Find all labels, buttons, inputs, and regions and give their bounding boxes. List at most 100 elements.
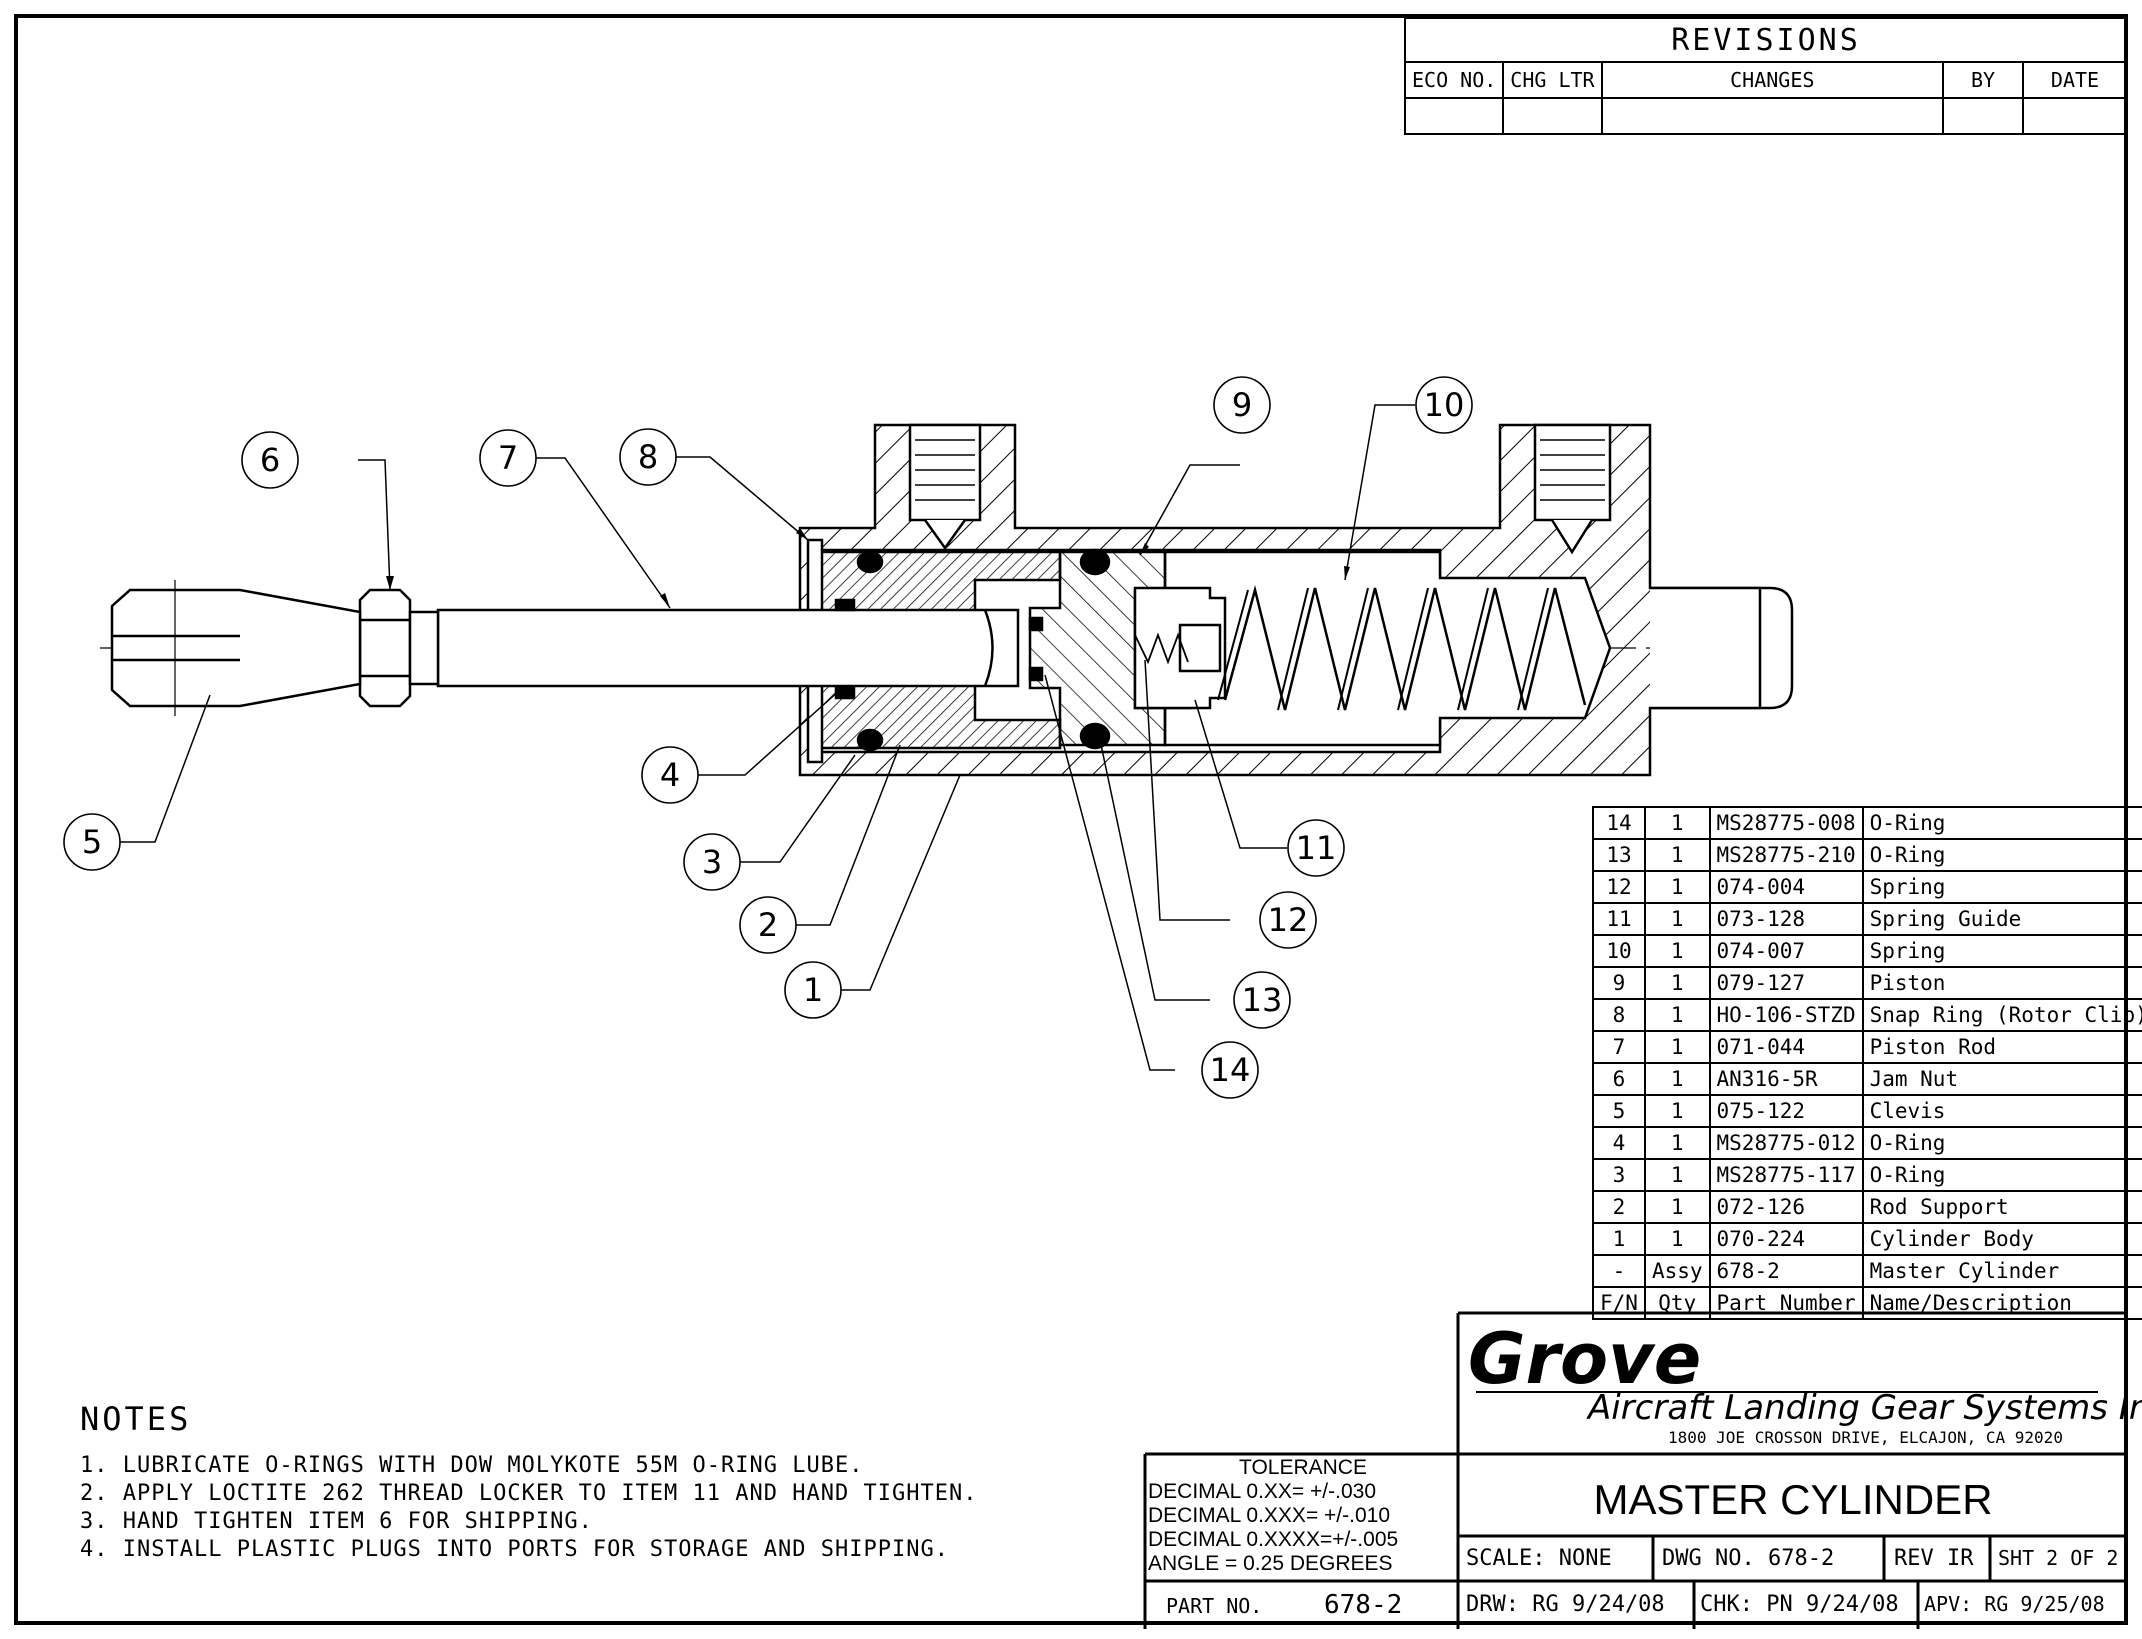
bom-cell: Jam Nut [1861, 1062, 2142, 1096]
bom-cell: 678-2 [1708, 1254, 1864, 1288]
port-left [908, 423, 982, 522]
rev-header-by: BY [1942, 61, 2024, 99]
bom-cell: 1 [1643, 1222, 1711, 1256]
part-no-label: PART NO. [1166, 1594, 1263, 1618]
bom-cell: Qty [1643, 1286, 1711, 1320]
balloon-label-14: 14 [1210, 1051, 1251, 1089]
tolerance-heading: TOLERANCE [1239, 1456, 1367, 1479]
tolerance-block: TOLERANCE DECIMAL 0.XX= +/-.030 DECIMAL … [1148, 1456, 1458, 1576]
port-right [1533, 423, 1612, 522]
spring-small [1134, 632, 1189, 665]
sheet-field: SHT 2 OF 2 [1998, 1546, 2119, 1570]
o-ring-3-top [856, 550, 884, 574]
bom-cell: Name/Description [1861, 1286, 2142, 1320]
revisions-title: REVISIONS [1404, 17, 2128, 63]
rev-header-date: DATE [2022, 61, 2128, 99]
bom-cell: HO-106-STZD [1708, 998, 1864, 1032]
balloon-label-13: 13 [1242, 981, 1283, 1019]
o-ring-4-bottom [834, 686, 856, 700]
balloon-label-9: 9 [1232, 386, 1252, 424]
rev-cell [2022, 97, 2128, 135]
bom-cell: AN316-5R [1708, 1062, 1864, 1096]
bom-cell: 12 [1592, 870, 1646, 904]
bom-cell: 8 [1592, 998, 1646, 1032]
rev-cell [1403, 97, 1505, 135]
rev-header-chg: CHG LTR [1502, 61, 1603, 99]
balloon-12 [1259, 891, 1317, 949]
note-3: 3. HAND TIGHTEN ITEM 6 FOR SHIPPING. [80, 1509, 593, 1534]
balloon-label-8: 8 [638, 438, 658, 476]
bom-cell: 073-128 [1708, 902, 1864, 936]
bom-cell: 1 [1643, 1094, 1711, 1128]
rev-header-changes: CHANGES [1600, 61, 1945, 99]
balloon-label-10: 10 [1424, 386, 1465, 424]
bom-cell: 10 [1592, 934, 1646, 968]
bom-cell: 071-044 [1708, 1030, 1864, 1064]
bom-cell: Master Cylinder [1861, 1254, 2142, 1288]
balloon-6 [241, 431, 299, 489]
bom-cell: O-Ring [1861, 1126, 2142, 1160]
bom-cell: 074-007 [1708, 934, 1864, 968]
rev-header-eco: ECO NO. [1403, 61, 1505, 99]
bom-cell: O-Ring [1861, 806, 2142, 840]
bom-cell: Cylinder Body [1861, 1222, 2142, 1256]
bom-cell: MS28775-008 [1708, 806, 1864, 840]
o-ring-13-top [1079, 548, 1111, 576]
bom-cell: Rod Support [1861, 1190, 2142, 1224]
bom-cell: 1 [1643, 966, 1711, 1000]
bom-cell: 7 [1592, 1030, 1646, 1064]
dwg-no-field: DWG NO. 678-2 [1662, 1546, 1835, 1571]
bom-cell: 1 [1643, 806, 1711, 840]
bom-cell: 1 [1643, 1030, 1711, 1064]
balloon-1 [784, 961, 842, 1019]
bom-cell: MS28775-117 [1708, 1158, 1864, 1192]
bom-cell: 11 [1592, 902, 1646, 936]
drawing-title: MASTER CYLINDER [1593, 1476, 1993, 1523]
bom-cell: 1 [1643, 1190, 1711, 1224]
balloon-label-7: 7 [498, 439, 518, 477]
balloon-5 [63, 813, 121, 871]
bom-cell: 1 [1643, 1158, 1711, 1192]
balloon-label-12: 12 [1268, 901, 1309, 939]
notes-block: NOTES 1. LUBRICATE O-RINGS WITH DOW MOLY… [80, 1400, 977, 1564]
balloon-4 [641, 746, 699, 804]
balloon-label-1: 1 [803, 971, 823, 1009]
rev-cell [1502, 97, 1603, 135]
part-no-value: 678-2 [1324, 1590, 1403, 1620]
bom-cell: 13 [1592, 838, 1646, 872]
balloon-label-4: 4 [660, 756, 680, 794]
bom-cell: 1 [1643, 902, 1711, 936]
tolerance-line-3: DECIMAL 0.XXXX=+/-.005 [1148, 1528, 1399, 1551]
note-1: 1. LUBRICATE O-RINGS WITH DOW MOLYKOTE 5… [80, 1453, 864, 1478]
bom-cell: 070-224 [1708, 1222, 1864, 1256]
company-address: 1800 JOE CROSSON DRIVE, ELCAJON, CA 9202… [1668, 1428, 2063, 1447]
bom-cell: 9 [1592, 966, 1646, 1000]
bom-cell: 072-126 [1708, 1190, 1864, 1224]
bom-cell: MS28775-210 [1708, 838, 1864, 872]
company-name: Aircraft Landing Gear Systems Inc. [1588, 1388, 2142, 1428]
bom-cell: 075-122 [1708, 1094, 1864, 1128]
bom-cell: Piston Rod [1861, 1030, 2142, 1064]
bom-cell: Part Number [1708, 1286, 1864, 1320]
balloon-label-11: 11 [1296, 829, 1337, 867]
bom-cell: Assy [1643, 1254, 1711, 1288]
outlet-nipple [1650, 586, 1794, 710]
bom-cell: 079-127 [1708, 966, 1864, 1000]
bom-cell: Spring [1861, 870, 2142, 904]
tolerance-line-1: DECIMAL 0.XX= +/-.030 [1148, 1480, 1376, 1503]
o-ring-4-top [834, 598, 856, 612]
balloon-13 [1233, 971, 1291, 1029]
